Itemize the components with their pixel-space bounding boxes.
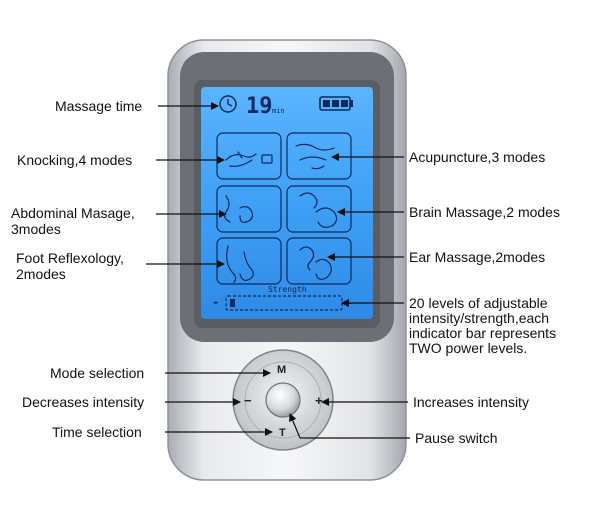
strength-bar-fill [230, 299, 235, 307]
time-button[interactable]: T [279, 427, 286, 439]
label-acupuncture: Acupuncture,3 modes [409, 149, 546, 165]
clock-icon [219, 95, 237, 113]
label-brain: Brain Massage,2 modes [409, 204, 560, 220]
decrease-button[interactable]: − [244, 393, 252, 408]
label-massage-time: Massage time [55, 98, 143, 114]
timer-unit: min [272, 107, 285, 115]
strength-bar-track [225, 295, 343, 311]
label-foot: Foot Reflexology, 2modes [16, 250, 124, 282]
timer-value: 19 [246, 94, 273, 119]
label-pause: Pause switch [415, 430, 498, 446]
label-ear: Ear Massage,2modes [409, 249, 546, 265]
label-decreases: Decreases intensity [22, 394, 145, 410]
mode-box-acupuncture [286, 132, 352, 180]
pause-switch-button[interactable] [265, 382, 301, 418]
mode-button[interactable]: M [277, 364, 286, 376]
battery-icon [319, 96, 353, 111]
ear-icon [299, 246, 332, 280]
strength-minus-sign: - [212, 295, 219, 309]
foot-icon [226, 245, 254, 283]
label-mode-selection: Mode selection [50, 365, 145, 381]
arrow-pause-diag [289, 413, 301, 439]
mode-box-ear [286, 237, 352, 285]
label-levels: 20 levels of adjustable intensity/streng… [409, 295, 557, 356]
brain-massage-icon [299, 192, 338, 228]
mode-box-brain [286, 185, 352, 233]
label-knocking: Knocking,4 modes [17, 152, 133, 168]
acupuncture-hand-icon [295, 143, 335, 170]
mode-box-abdominal [216, 185, 282, 233]
label-abdominal: Abdominal Masage, 3modes [11, 205, 135, 237]
label-time-selection: Time selection [52, 424, 142, 440]
increase-button[interactable]: + [315, 393, 323, 408]
label-increases: Increases intensity [413, 394, 529, 410]
hand-knocking-icon [225, 151, 257, 167]
strength-label: Strength [268, 285, 307, 294]
knocking-mode-indicator-icon [261, 154, 273, 164]
